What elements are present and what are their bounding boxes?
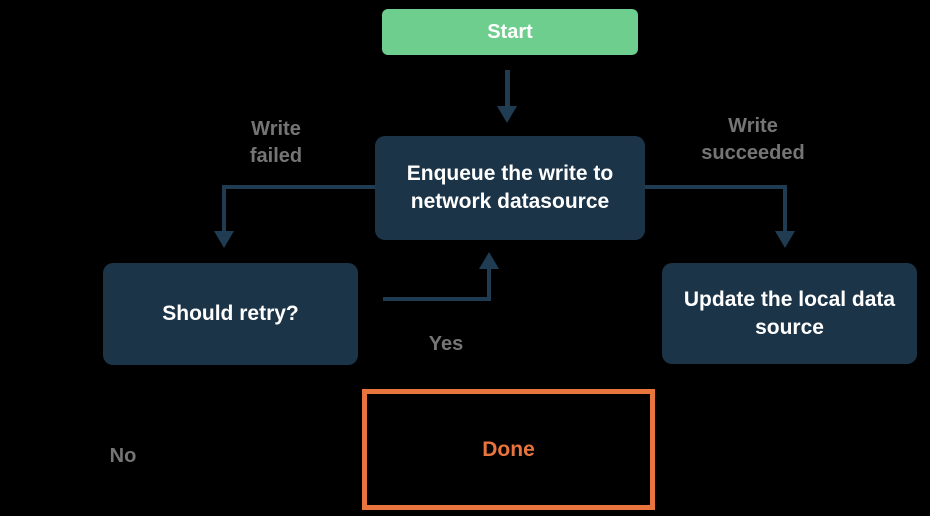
edge-label-no: No [109,445,137,467]
node-start-label: Start [487,20,533,43]
arrow-line [222,185,375,189]
node-update-local-source: Update the local data source [662,263,917,364]
arrow-line [383,297,491,301]
arrowhead-down [214,231,234,248]
node-should-retry: Should retry? [103,263,358,365]
edge-label-write-succeeded: Write succeeded [701,115,805,164]
node-done-label: Done [482,437,535,461]
edge-label-yes: Yes [428,333,464,355]
arrowhead-down [775,231,795,248]
node-should-retry-label: Should retry? [162,302,299,325]
arrow-line [783,185,787,231]
arrow-line [645,185,787,189]
arrow-line [222,185,226,231]
node-done: Done [362,389,655,510]
arrow-line [505,70,510,106]
node-start: Start [382,9,638,55]
arrowhead-down [497,106,517,123]
node-enqueue-write-label: Enqueue the write to network datasource [406,162,614,213]
arrow-line [487,269,491,301]
edge-label-write-failed: Write failed [249,118,303,167]
arrowhead-up [479,252,499,269]
node-enqueue-write: Enqueue the write to network datasource [375,136,645,240]
node-update-local-source-label: Update the local data source [683,287,896,339]
